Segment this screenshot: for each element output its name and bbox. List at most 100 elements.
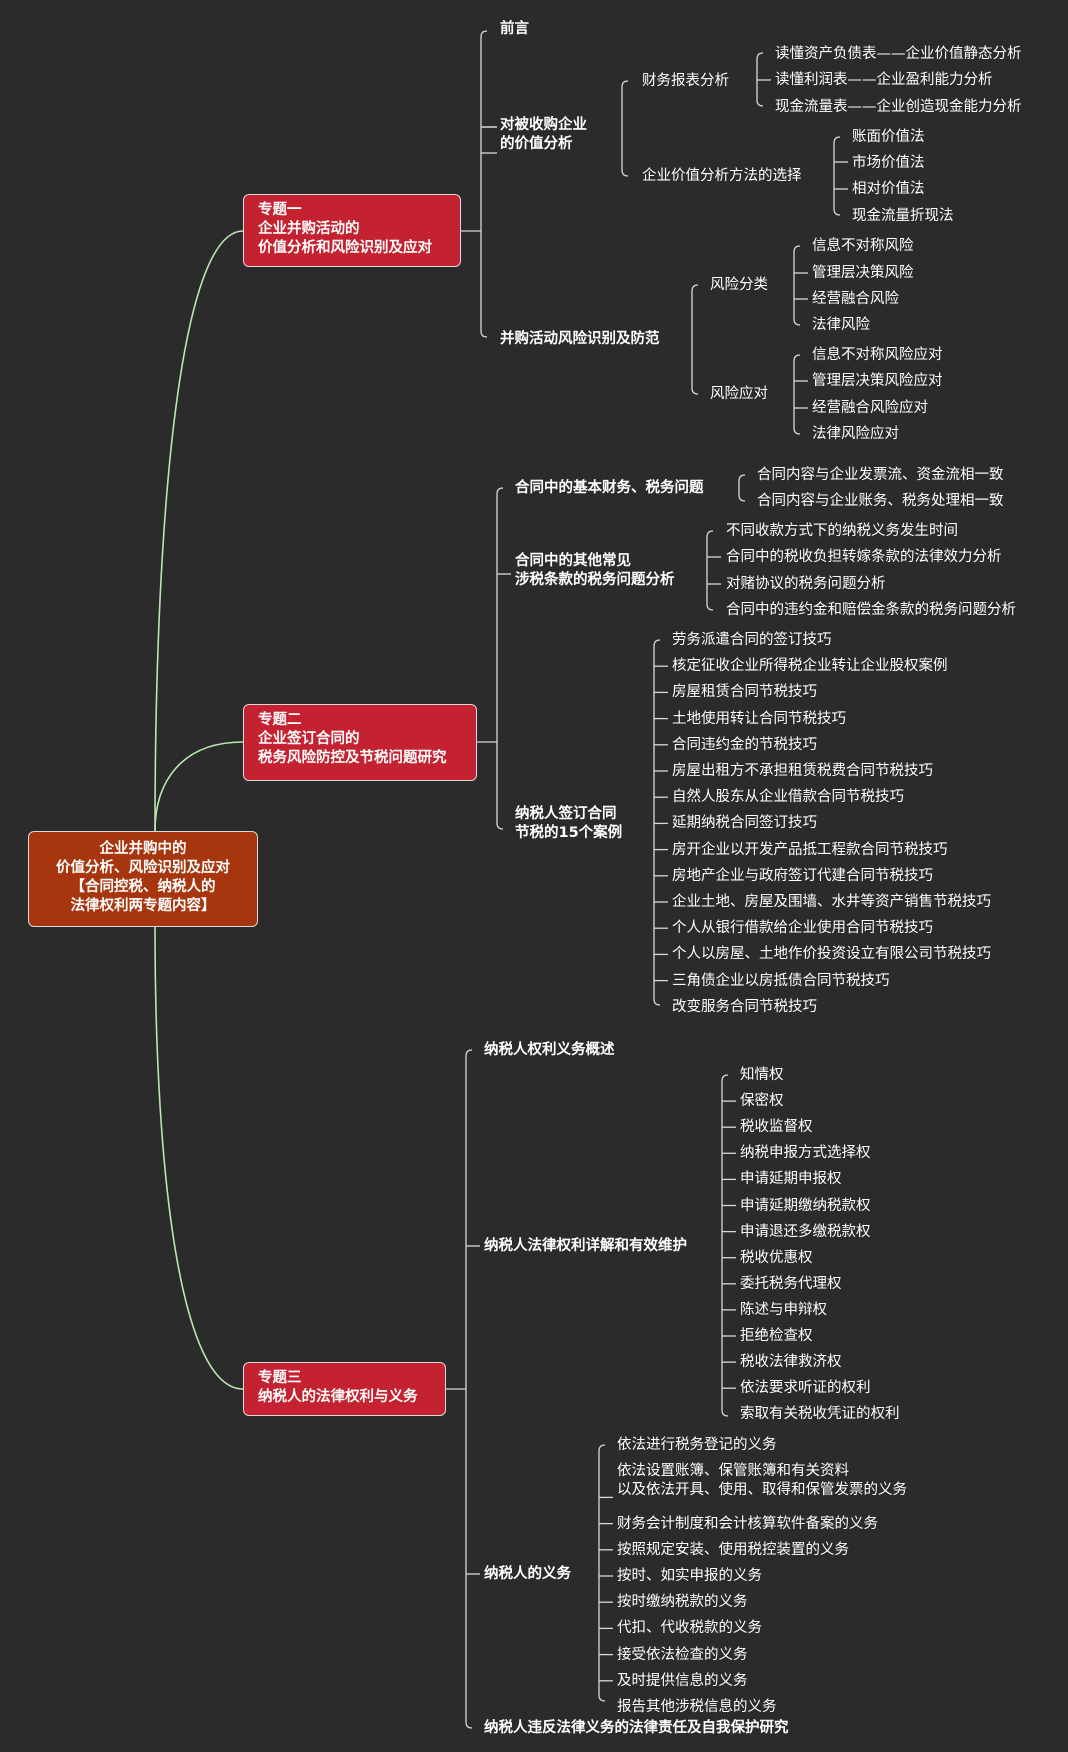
leaf-item[interactable]: 申请退还多缴税款权: [740, 1223, 871, 1240]
sub-line: 节税的15个案例: [515, 825, 623, 841]
topic-1-node[interactable]: 专题一 企业并购活动的 价值分析和风险识别及应对: [243, 194, 461, 267]
leaf-item[interactable]: 个人以房屋、土地作价投资设立有限公司节税技巧: [672, 946, 991, 963]
leaf-item[interactable]: 及时提供信息的义务: [617, 1672, 748, 1689]
leaf-item[interactable]: 纳税申报方式选择权: [740, 1145, 871, 1162]
leaf-item[interactable]: 经营融合风险: [812, 291, 899, 307]
leaf-item[interactable]: 代扣、代收税款的义务: [617, 1620, 762, 1637]
leaf-item[interactable]: 税收监督权: [740, 1119, 813, 1136]
leaf-item[interactable]: 信息不对称风险应对: [812, 347, 943, 363]
leaf-item[interactable]: 房屋出租方不承担租赁税费合同节税技巧: [672, 763, 933, 779]
leaf-item[interactable]: 自然人股东从企业借款合同节税技巧: [672, 789, 904, 806]
leaf-item[interactable]: 接受依法检查的义务: [617, 1646, 748, 1663]
leaf-item[interactable]: 房地产企业与政府签订代建合同节税技巧: [672, 867, 933, 884]
leaf-item[interactable]: 现金流量表——企业创造现金能力分析: [775, 99, 1022, 115]
bracket-connector: [598, 1444, 606, 1702]
value-analysis-node[interactable]: 对被收购企业 的价值分析: [500, 116, 587, 154]
root-line: 法律权利两专题内容】: [70, 898, 216, 914]
risk-response-node[interactable]: 风险应对: [710, 386, 768, 402]
leaf-item[interactable]: 账面价值法: [852, 129, 925, 145]
topic-line: 企业并购活动的: [258, 221, 360, 237]
leaf-item[interactable]: 财务会计制度和会计核算软件备案的义务: [617, 1515, 878, 1532]
leaf-item[interactable]: 劳务派遣合同的签订技巧: [672, 632, 832, 648]
leaf-item[interactable]: 读懂利润表——企业盈利能力分析: [775, 72, 993, 88]
leaf-item[interactable]: 个人从银行借款给企业使用合同节税技巧: [672, 920, 933, 937]
leaf-item[interactable]: 核定征收企业所得税企业转让企业股权案例: [672, 658, 948, 675]
leaf-item[interactable]: 报告其他涉税信息的义务: [617, 1699, 777, 1715]
leaf-item[interactable]: 合同违约金的节税技巧: [672, 736, 817, 753]
leaf-item[interactable]: 合同内容与企业发票流、资金流相一致: [757, 467, 1004, 483]
method-node[interactable]: 企业价值分析方法的选择: [642, 168, 802, 184]
leaf-item[interactable]: 管理层决策风险: [812, 265, 914, 281]
leaf-item[interactable]: 依法设置账簿、保管账簿和有关资料以及依法开具、使用、取得和保管发票的义务: [617, 1462, 907, 1500]
leaf-item[interactable]: 合同内容与企业账务、税务处理相一致: [757, 493, 1004, 509]
leaf-item[interactable]: 土地使用转让合同节税技巧: [672, 710, 846, 727]
leaf-item[interactable]: 不同收款方式下的纳税义务发生时间: [726, 523, 958, 539]
leaf-item[interactable]: 法律风险: [812, 317, 870, 333]
bracket-connector: [621, 80, 629, 177]
leaf-item[interactable]: 依法要求听证的权利: [740, 1380, 871, 1397]
leaf-item[interactable]: 拒绝检查权: [740, 1328, 813, 1344]
leaf-item[interactable]: 依法进行税务登记的义务: [617, 1437, 777, 1453]
leaf-item[interactable]: 委托税务代理权: [740, 1275, 842, 1292]
leaf-item[interactable]: 管理层决策风险应对: [812, 373, 943, 389]
topic-3-node[interactable]: 专题三 纳税人的法律权利与义务: [243, 1362, 446, 1416]
topic-2-node[interactable]: 专题二 企业签订合同的 税务风险防控及节税问题研究: [243, 704, 477, 781]
leaf-item[interactable]: 延期纳税合同签订技巧: [672, 815, 817, 832]
leaf-item[interactable]: 合同中的税收负担转嫁条款的法律效力分析: [726, 549, 1002, 565]
leaf-item[interactable]: 信息不对称风险: [812, 238, 914, 254]
root-line: 【合同控税、纳税人的: [70, 879, 216, 895]
leaf-item[interactable]: 改变服务合同节税技巧: [672, 998, 817, 1015]
leaf-item[interactable]: 税收优惠权: [740, 1249, 813, 1266]
leaf-item[interactable]: 税收法律救济权: [740, 1354, 842, 1371]
main-branch-connector: [154, 230, 244, 832]
leaf-item[interactable]: 按照规定安装、使用税控装置的义务: [617, 1541, 849, 1558]
bracket-connector: [465, 1049, 473, 1729]
leaf-item[interactable]: 读懂资产负债表——企业价值静态分析: [775, 46, 1022, 62]
leaf-item[interactable]: 申请延期缴纳税款权: [740, 1197, 871, 1214]
risk-node[interactable]: 并购活动风险识别及防范: [500, 331, 660, 347]
contract-other-node[interactable]: 合同中的其他常见 涉税条款的税务问题分析: [515, 552, 675, 590]
leaf-item[interactable]: 相对价值法: [852, 181, 925, 197]
leaf-item[interactable]: 合同中的违约金和赔偿金条款的税务问题分析: [726, 602, 1016, 618]
risk-classify-node[interactable]: 风险分类: [710, 277, 768, 293]
contract-cases-node[interactable]: 纳税人签订合同 节税的15个案例: [515, 805, 622, 843]
leaf-item[interactable]: 三角债企业以房抵债合同节税技巧: [672, 972, 890, 989]
overview-node[interactable]: 纳税人权利义务概述: [484, 1042, 615, 1058]
leaf-line: 依法设置账簿、保管账簿和有关资料: [617, 1463, 849, 1480]
leaf-item[interactable]: 对赌协议的税务问题分析: [726, 576, 886, 592]
leaf-item[interactable]: 市场价值法: [852, 155, 925, 171]
leaf-item[interactable]: 现金流量折现法: [852, 208, 954, 224]
bracket-connector: [793, 245, 801, 326]
contract-basic-node[interactable]: 合同中的基本财务、税务问题: [515, 480, 704, 496]
root-line: 价值分析、风险识别及应对: [56, 860, 230, 876]
sub-line: 涉税条款的税务问题分析: [515, 572, 675, 588]
leaf-item[interactable]: 经营融合风险应对: [812, 400, 928, 416]
sub-line: 合同中的其他常见: [515, 553, 631, 569]
preface-node[interactable]: 前言: [500, 21, 529, 37]
bracket-connector: [721, 1074, 729, 1417]
root-node[interactable]: 企业并购中的 价值分析、风险识别及应对 【合同控税、纳税人的 法律权利两专题内容…: [28, 831, 258, 927]
leaf-item[interactable]: 按时缴纳税款的义务: [617, 1594, 748, 1611]
topic-line: 专题一: [258, 202, 302, 218]
leaf-item[interactable]: 保密权: [740, 1093, 784, 1110]
bracket-connector: [793, 354, 801, 435]
leaf-item[interactable]: 索取有关税收凭证的权利: [740, 1406, 900, 1423]
leaf-item[interactable]: 企业土地、房屋及围墙、水井等资产销售节税技巧: [672, 894, 991, 910]
bracket-connector: [496, 487, 504, 830]
liability-node[interactable]: 纳税人违反法律义务的法律责任及自我保护研究: [484, 1720, 789, 1736]
leaf-item[interactable]: 按时、如实申报的义务: [617, 1568, 762, 1584]
fin-report-node[interactable]: 财务报表分析: [642, 73, 729, 89]
main-branch-connector: [154, 926, 244, 1390]
duties-node[interactable]: 纳税人的义务: [484, 1566, 571, 1582]
leaf-item[interactable]: 申请延期申报权: [740, 1171, 842, 1188]
bracket-connector: [480, 30, 488, 338]
main-branch-connector: [154, 741, 244, 832]
bracket-connector: [706, 530, 714, 611]
leaf-item[interactable]: 知情权: [740, 1067, 784, 1083]
leaf-item[interactable]: 陈述与申辩权: [740, 1301, 827, 1318]
leaf-item[interactable]: 法律风险应对: [812, 426, 899, 442]
leaf-item[interactable]: 房屋租赁合同节税技巧: [672, 684, 817, 701]
leaf-item[interactable]: 房开企业以开发产品抵工程款合同节税技巧: [672, 841, 948, 858]
rights-node[interactable]: 纳税人法律权利详解和有效维护: [484, 1238, 687, 1254]
